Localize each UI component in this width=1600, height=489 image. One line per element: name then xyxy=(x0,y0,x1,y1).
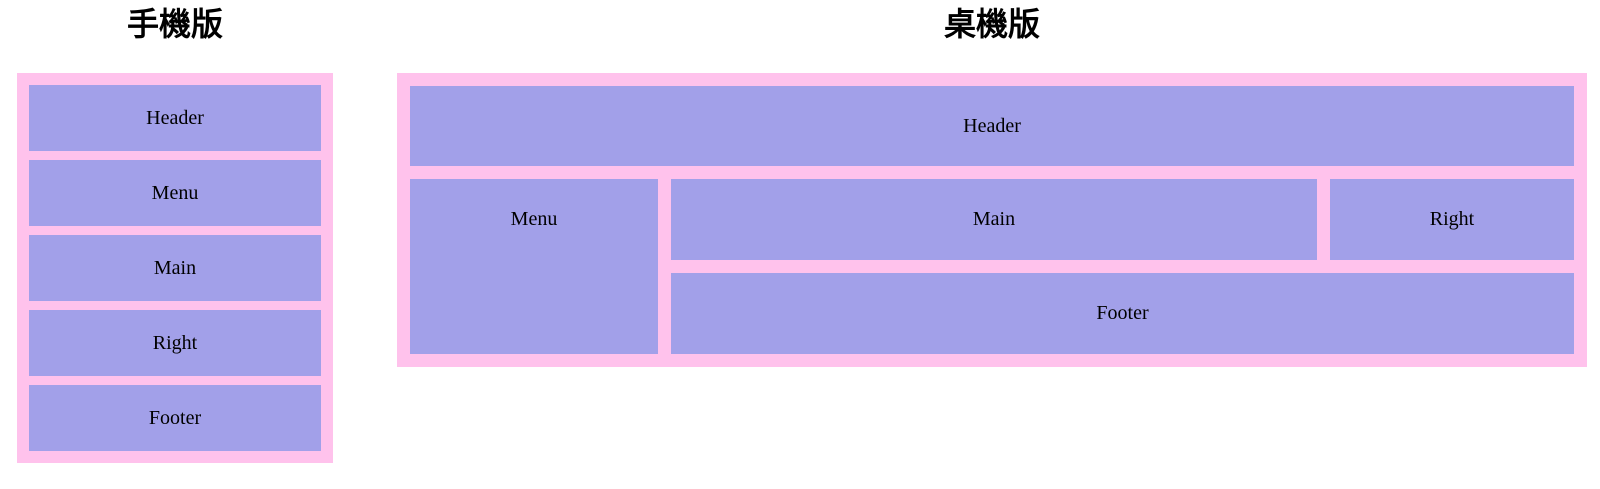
desktop-main-box: Main xyxy=(671,179,1317,260)
desktop-footer-box: Footer xyxy=(671,273,1574,354)
desktop-layout-container: Header Menu Main Right Footer xyxy=(397,73,1587,367)
mobile-footer-box: Footer xyxy=(29,385,321,451)
mobile-main-box: Main xyxy=(29,235,321,301)
mobile-menu-box: Menu xyxy=(29,160,321,226)
desktop-menu-box: Menu xyxy=(410,179,658,354)
desktop-panel-title: 桌機版 xyxy=(943,6,1040,42)
desktop-right-box: Right xyxy=(1330,179,1574,260)
mobile-right-box: Right xyxy=(29,310,321,376)
mobile-panel-title: 手機版 xyxy=(126,6,223,42)
mobile-layout-container: Header Menu Main Right Footer xyxy=(17,73,333,463)
mobile-header-box: Header xyxy=(29,85,321,151)
desktop-header-box: Header xyxy=(410,86,1574,166)
